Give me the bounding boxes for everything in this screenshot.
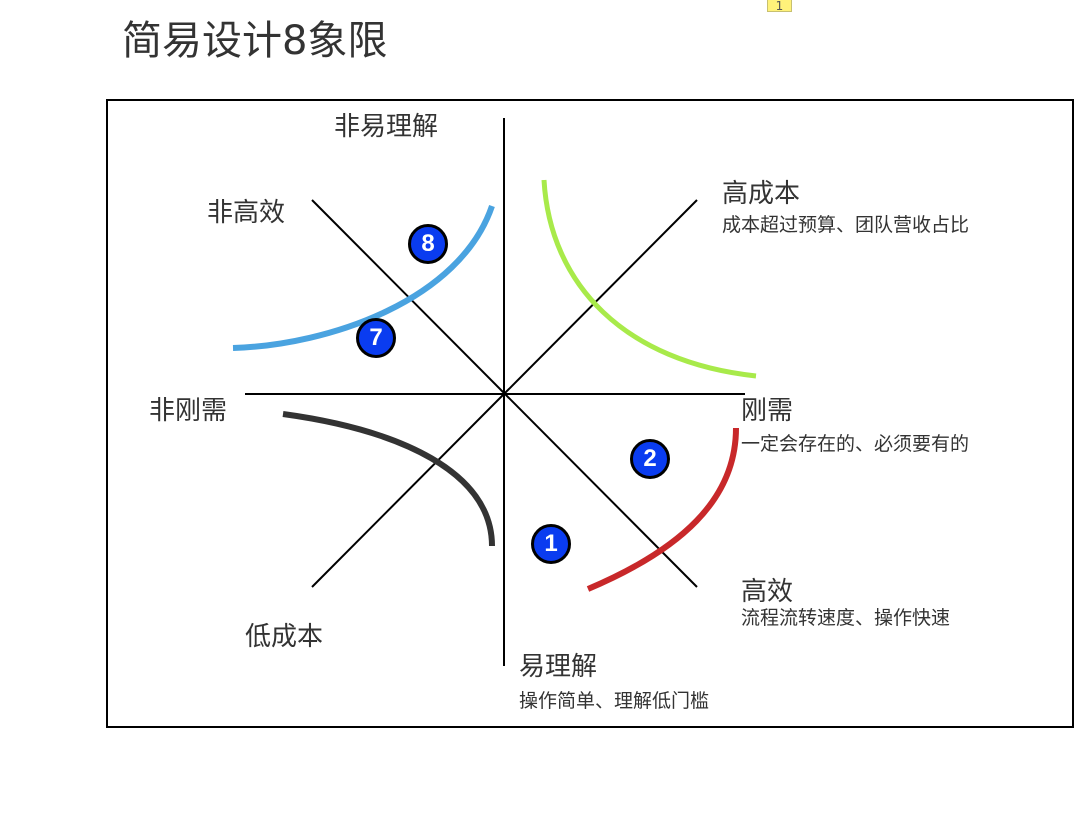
- label-low-cost: 低成本: [245, 622, 324, 652]
- octant-badge-8: 8: [408, 224, 448, 264]
- green-curve: [541, 179, 757, 379]
- red-curve: [586, 427, 739, 592]
- label-high-cost: 高成本: [722, 179, 801, 209]
- octant-badge-1: 1: [531, 524, 571, 564]
- label-hard-to-understand: 非易理解: [334, 112, 439, 142]
- diagram-frame: [106, 99, 1074, 728]
- page-title: 简易设计8象限: [122, 18, 388, 64]
- dark-curve: [282, 411, 495, 547]
- desc-high-cost: 成本超过预算、团队营收占比: [722, 214, 970, 236]
- label-easy-to-understand: 易理解: [519, 652, 598, 682]
- desc-efficient: 流程流转速度、操作快速: [741, 607, 951, 629]
- diagonal-axis-cost: [311, 199, 698, 588]
- label-inefficient: 非高效: [207, 198, 286, 228]
- octant-badge-7: 7: [356, 318, 396, 358]
- octant-badge-2: 2: [630, 439, 670, 479]
- desc-essential: 一定会存在的、必须要有的: [741, 433, 970, 455]
- label-non-essential: 非刚需: [149, 396, 228, 426]
- blue-curve: [232, 205, 495, 351]
- label-essential: 刚需: [741, 396, 794, 426]
- desc-easy-to-understand: 操作简单、理解低门槛: [519, 690, 710, 712]
- label-efficient: 高效: [741, 577, 794, 607]
- note-marker[interactable]: 1: [767, 0, 792, 13]
